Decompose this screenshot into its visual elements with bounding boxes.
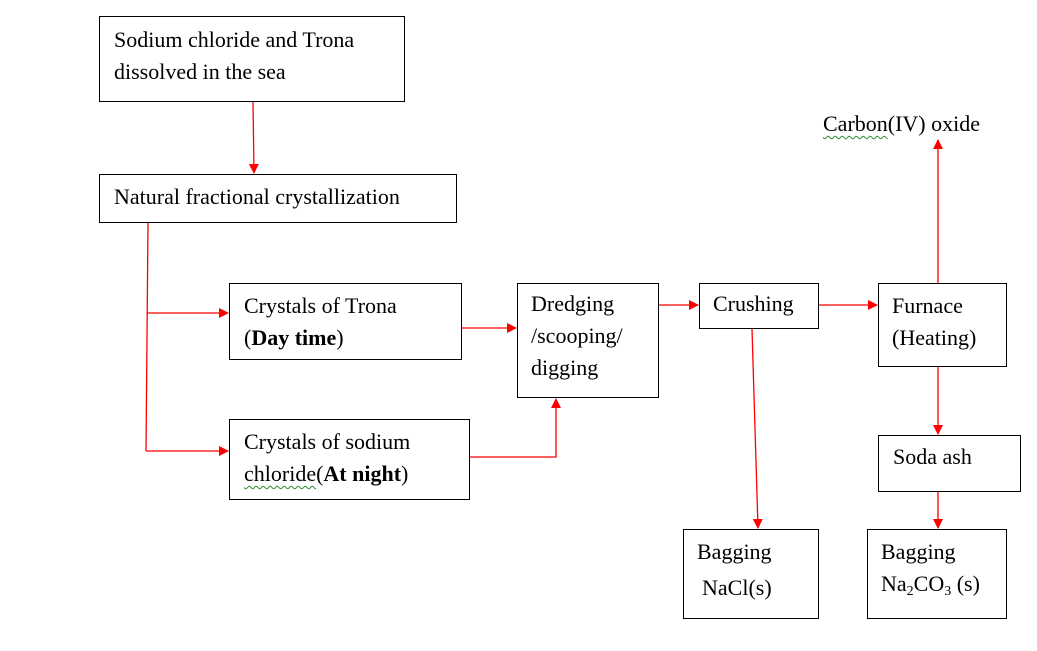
node-trona: Crystals of Trona (Day time) xyxy=(229,283,462,360)
node-co2: Carbon(IV) oxide xyxy=(823,110,980,138)
node-furnace-line2: (Heating) xyxy=(892,325,977,350)
node-bagging-na2co3: Bagging Na2CO3 (s) xyxy=(867,529,1007,619)
node-nacl-crystals-time: At night xyxy=(323,461,402,486)
node-trona-line1: Crystals of Trona xyxy=(244,293,397,318)
node-source-line1: Sodium chloride and Trona xyxy=(114,27,355,52)
node-nacl-crystals: Crystals of sodium chloride(At night) xyxy=(229,419,470,500)
node-bagging-nacl: Bagging NaCl(s) xyxy=(683,529,819,619)
paren-close: ) xyxy=(401,461,409,486)
node-crystallization: Natural fractional crystallization xyxy=(99,174,457,223)
node-bagging-nacl-line2: NaCl(s) xyxy=(702,575,772,600)
node-dredging-line2: /scooping/ xyxy=(531,323,623,348)
arrow-crushing-to-bagging-nacl xyxy=(751,328,763,529)
node-source-line2: dissolved in the sea xyxy=(114,59,286,84)
node-furnace: Furnace (Heating) xyxy=(878,283,1007,367)
line-crystallization-trunk xyxy=(145,222,149,452)
paren-close: ) xyxy=(336,325,344,350)
node-crushing-line1: Crushing xyxy=(713,291,794,316)
node-nacl-crystals-prefix: chloride xyxy=(244,461,317,486)
paren-open: ( xyxy=(316,461,324,486)
arrow-source-to-crystallization xyxy=(248,101,259,174)
formula-co: CO xyxy=(913,571,945,596)
node-soda-ash-line1: Soda ash xyxy=(893,444,972,469)
node-dredging-line1: Dredging xyxy=(531,291,615,316)
node-dredging-line3: digging xyxy=(531,355,599,380)
paren-open: ( xyxy=(244,325,252,350)
node-dredging: Dredging /scooping/ digging xyxy=(517,283,659,398)
node-bagging-na2co3-line1: Bagging xyxy=(881,539,956,564)
node-trona-time: Day time xyxy=(251,325,337,350)
node-trona-line2: (Day time) xyxy=(244,322,461,354)
arrow-nacl-crystals-to-dredging xyxy=(470,398,561,458)
node-source: Sodium chloride and Trona dissolved in t… xyxy=(99,16,405,102)
formula-na: Na xyxy=(881,571,907,596)
formula-sub-2: 2 xyxy=(906,584,914,599)
node-co2-prefix: Carbon xyxy=(823,111,888,136)
node-bagging-nacl-line1: Bagging xyxy=(697,539,772,564)
node-nacl-crystals-line1: Crystals of sodium xyxy=(244,429,411,454)
formula-state: (s) xyxy=(951,571,980,596)
formula-sub-3: 3 xyxy=(944,584,952,599)
node-co2-suffix: (IV) oxide xyxy=(887,111,981,136)
node-nacl-crystals-line2: chloride(At night) xyxy=(244,458,469,490)
node-furnace-line1: Furnace xyxy=(892,293,963,318)
node-soda-ash: Soda ash xyxy=(878,435,1021,492)
node-crystallization-line1: Natural fractional crystallization xyxy=(114,184,400,209)
node-bagging-na2co3-formula: Na2CO3 (s) xyxy=(881,568,1006,600)
node-crushing: Crushing xyxy=(699,283,819,329)
